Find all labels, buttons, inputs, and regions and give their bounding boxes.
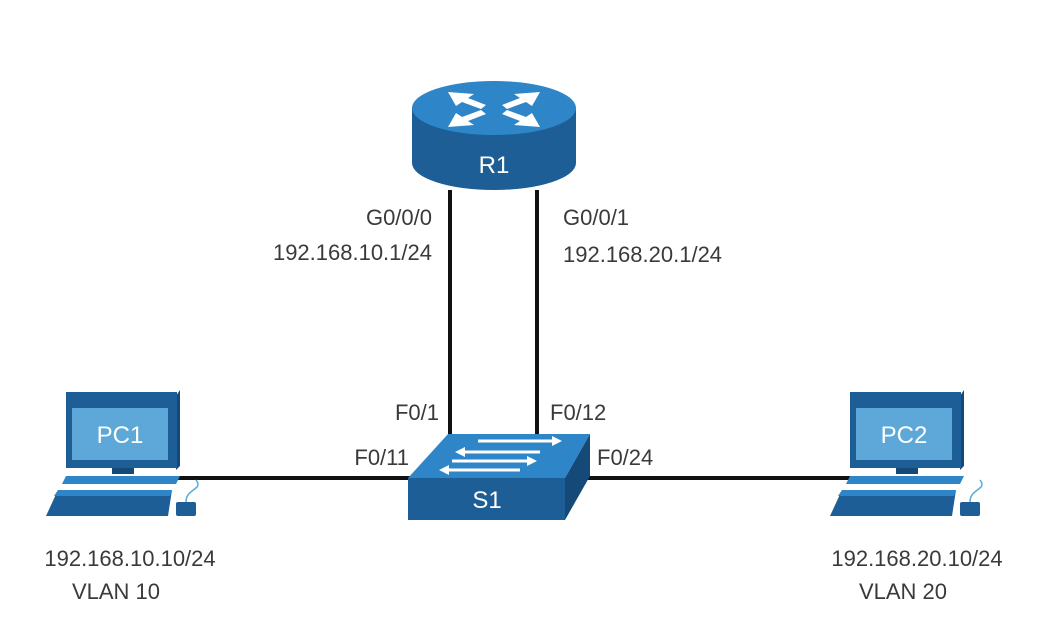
pc1-keyboard-top: [54, 490, 172, 496]
switch-top: [408, 434, 590, 478]
pc1-ip-label: 192.168.10.10/24: [44, 546, 215, 571]
s1-f01-label: F0/1: [395, 400, 439, 425]
pc2-label: PC2: [881, 422, 928, 449]
pc1-label: PC1: [97, 422, 144, 449]
s1-f024-label: F0/24: [597, 445, 653, 470]
r1-g000-interface-label: G0/0/0: [366, 205, 432, 230]
r1-g000-ip-label: 192.168.10.1/24: [273, 240, 432, 265]
pc2-base: [846, 476, 964, 484]
pc1-mouse-cord: [185, 479, 199, 503]
pc2-stand: [896, 468, 918, 474]
pc1-keyboard: [46, 490, 172, 516]
pc2-vlan-label: VLAN 20: [859, 579, 947, 604]
switch-side: [565, 434, 590, 520]
r1-g001-ip-label: 192.168.20.1/24: [563, 242, 722, 267]
pc1[interactable]: PC1: [46, 390, 199, 516]
router-arrows-icon: [448, 92, 540, 127]
pc2-keyboard: [830, 490, 956, 516]
pc2[interactable]: PC2: [830, 390, 983, 516]
cables: [170, 190, 862, 480]
switch-arrows-icon: [439, 436, 562, 475]
router-top: [412, 81, 576, 135]
pc2-ip-label: 192.168.20.10/24: [831, 546, 1002, 571]
switch-front: [408, 478, 565, 520]
s1-f012-label: F0/12: [550, 400, 606, 425]
pc1-vlan-label: VLAN 10: [72, 579, 160, 604]
router-label: R1: [479, 152, 510, 179]
r1-g001-interface-label: G0/0/1: [563, 205, 629, 230]
switch-s1[interactable]: S1: [408, 434, 590, 520]
pc1-screen: [72, 408, 168, 460]
pc2-mouse-cord: [969, 479, 983, 503]
s1-f011-label: F0/11: [354, 445, 409, 470]
pc1-base: [62, 476, 180, 484]
pc1-stand: [112, 468, 134, 474]
switch-label: S1: [472, 487, 501, 514]
pc2-keyboard-top: [838, 490, 956, 496]
router-r1[interactable]: R1: [412, 81, 576, 190]
pc2-screen: [856, 408, 952, 460]
pc2-mouse: [960, 502, 980, 516]
pc1-mouse: [176, 502, 196, 516]
